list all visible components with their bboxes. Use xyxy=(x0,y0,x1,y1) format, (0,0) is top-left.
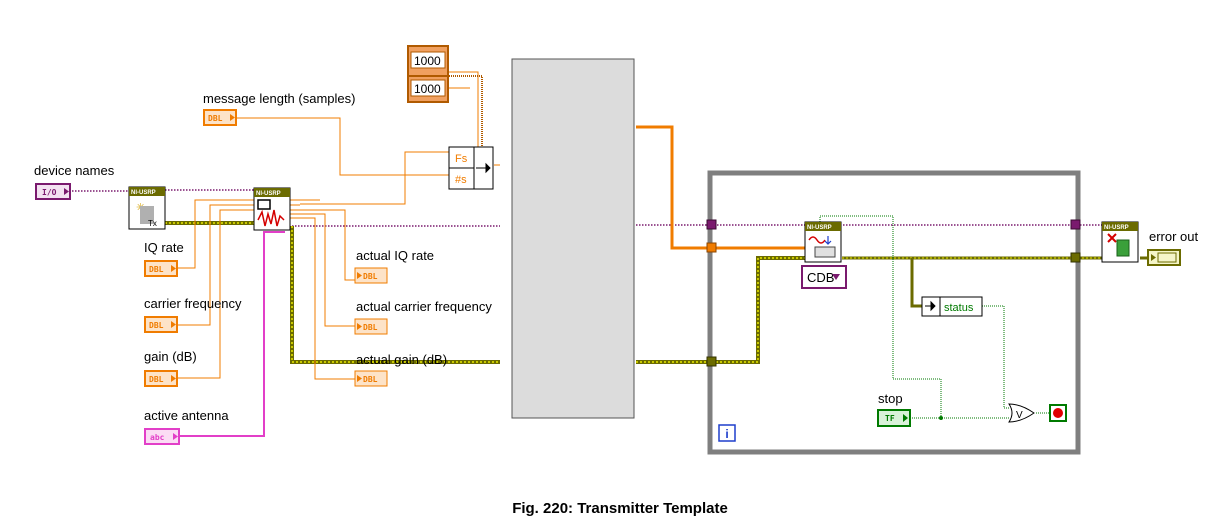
tunnel-refnum-out xyxy=(1070,219,1081,230)
close-icon xyxy=(1107,233,1117,243)
device-names-label: device names xyxy=(34,163,115,178)
error-wires xyxy=(165,221,1148,364)
numeric-wire-thick xyxy=(636,125,805,250)
svg-text:I/O: I/O xyxy=(42,188,57,197)
svg-text:V: V xyxy=(1016,410,1023,421)
niusrp-close-session[interactable]: NI-USRP xyxy=(1101,221,1139,263)
svg-text:NI-USRP: NI-USRP xyxy=(1104,225,1129,231)
device-names-control[interactable]: I/O xyxy=(35,183,71,200)
niusrp-configure-signal[interactable]: NI-USRP xyxy=(253,187,291,231)
gain-label: gain (dB) xyxy=(144,349,197,364)
door-icon xyxy=(1116,239,1130,257)
tunnel-error-out xyxy=(1070,252,1081,263)
status-label: status xyxy=(944,302,974,314)
disk-icon xyxy=(814,246,836,258)
error-out-label: error out xyxy=(1149,229,1199,244)
iq-rate-label: IQ rate xyxy=(144,240,184,255)
svg-text:DBL: DBL xyxy=(149,321,164,330)
carrier-frequency-label: carrier frequency xyxy=(144,296,242,311)
waveform-icon xyxy=(257,209,285,227)
carrier-frequency-control[interactable]: DBL xyxy=(144,316,178,333)
svg-text:DBL: DBL xyxy=(149,375,164,384)
tunnel-numeric-in xyxy=(706,242,717,253)
svg-text:DBL: DBL xyxy=(363,323,378,332)
refnum-wires xyxy=(72,189,1103,227)
bundle-fs-label: Fs xyxy=(455,153,468,165)
message-length-control[interactable]: DBL xyxy=(203,109,237,126)
svg-text:abc: abc xyxy=(150,433,165,442)
active-antenna-control[interactable]: abc xyxy=(144,428,180,445)
bundle-ns-label: #s xyxy=(455,174,467,186)
bundle-by-name[interactable]: Fs #s xyxy=(448,146,494,190)
wave-icon xyxy=(808,236,826,244)
tunnel-error-in xyxy=(706,356,717,367)
chevron-down-icon xyxy=(832,274,840,280)
boolean-wires xyxy=(819,215,1050,419)
actual-carrier-frequency-label: actual carrier frequency xyxy=(356,299,492,314)
svg-text:DBL: DBL xyxy=(208,114,223,123)
actual-iq-rate-indicator: DBL xyxy=(354,267,388,284)
niusrp-open-tx-session[interactable]: NI-USRP ✳ Tx xyxy=(128,186,166,230)
svg-text:DBL: DBL xyxy=(363,375,378,384)
tunnel-refnum-in xyxy=(706,219,717,230)
data-type-selector[interactable]: CDB xyxy=(801,265,847,289)
svg-text:TF: TF xyxy=(885,414,895,423)
message-length-label: message length (samples) xyxy=(203,91,355,106)
active-antenna-label: active antenna xyxy=(144,408,229,423)
svg-text:DBL: DBL xyxy=(149,265,164,274)
iq-rate-control[interactable]: DBL xyxy=(144,260,178,277)
string-wire xyxy=(178,231,285,437)
while-loop[interactable] xyxy=(707,170,1081,455)
actual-gain-label: actual gain (dB) xyxy=(356,352,447,367)
stop-control[interactable]: TF xyxy=(877,409,911,427)
stacked-sequence[interactable] xyxy=(511,58,635,419)
actual-iq-rate-label: actual IQ rate xyxy=(356,248,434,263)
numeric-constant-1[interactable]: 1000 xyxy=(407,45,449,77)
unbundle-status[interactable]: status xyxy=(921,296,983,317)
error-out-indicator xyxy=(1147,249,1181,266)
figure-caption: Fig. 220: Transmitter Template xyxy=(512,500,728,517)
actual-carrier-frequency-indicator: DBL xyxy=(354,318,388,335)
svg-text:1000: 1000 xyxy=(414,82,441,96)
svg-text:CDB: CDB xyxy=(807,270,834,285)
loop-iteration-terminal xyxy=(718,424,736,442)
tx-text: Tx xyxy=(148,219,157,228)
wrench-icon xyxy=(257,199,271,210)
or-function[interactable]: V xyxy=(1008,403,1035,423)
stop-label: stop xyxy=(878,391,903,406)
loop-condition-terminal[interactable] xyxy=(1049,404,1067,422)
svg-text:DBL: DBL xyxy=(363,272,378,281)
numeric-constant-2[interactable]: 1000 xyxy=(407,75,449,103)
svg-text:1000: 1000 xyxy=(414,54,441,68)
niusrp-write-tx-data[interactable]: NI-USRP xyxy=(804,221,842,263)
loop-iteration-label: i xyxy=(725,427,728,441)
svg-text:NI-USRP: NI-USRP xyxy=(807,225,832,231)
gain-control[interactable]: DBL xyxy=(144,370,178,387)
svg-text:NI-USRP: NI-USRP xyxy=(131,190,156,196)
svg-text:NI-USRP: NI-USRP xyxy=(256,191,281,197)
wire-junction xyxy=(939,416,943,420)
actual-gain-indicator: DBL xyxy=(354,370,388,387)
